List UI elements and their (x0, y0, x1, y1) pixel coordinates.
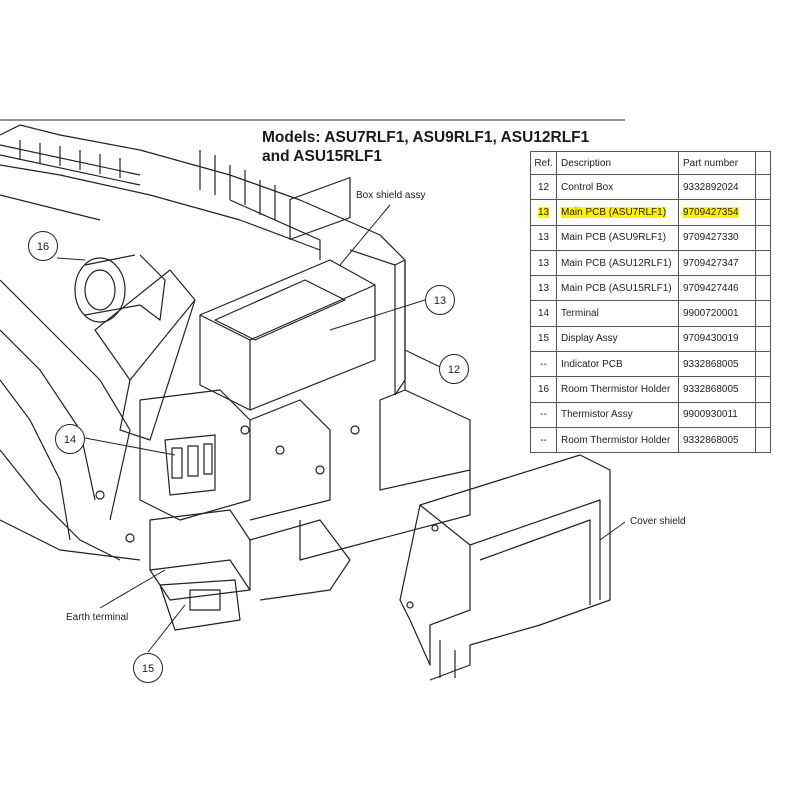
cell-description: Main PCB (ASU15RLF1) (556, 275, 679, 302)
table-row: 16 Room Thermistor Holder 9332868005 (530, 376, 771, 403)
cell-ref: 12 (530, 173, 557, 201)
callout-16: 16 (28, 231, 58, 261)
cell-extra (755, 426, 771, 454)
cell-ref: -- (530, 401, 557, 428)
table-row: -- Indicator PCB 9332868005 (530, 351, 771, 378)
table-row: 13 Main PCB (ASU9RLF1) 9709427330 (530, 224, 771, 251)
cell-description: Display Assy (556, 325, 679, 353)
cell-part-number: 9332892024 (678, 173, 756, 201)
table-row: 13 Main PCB (ASU15RLF1) 9709427446 (530, 275, 771, 302)
table-row: 13 Main PCB (ASU12RLF1) 9709427347 (530, 249, 771, 277)
cell-part-number: 9332868005 (678, 376, 756, 403)
cell-description: Thermistor Assy (556, 401, 679, 428)
title-line-2: and ASU15RLF1 (262, 148, 383, 165)
callout-15: 15 (133, 653, 163, 683)
page-title: Models: ASU7RLF1, ASU9RLF1, ASU12RLF1 an… (262, 128, 622, 166)
cell-extra (755, 275, 771, 302)
table-header-row: Ref. Description Part number (530, 151, 771, 175)
cell-ref: 15 (530, 325, 557, 353)
cell-description: Main PCB (ASU12RLF1) (556, 249, 679, 277)
cell-part-number: 9900930011 (678, 401, 756, 428)
cell-extra (755, 376, 771, 403)
parts-table: Ref. Description Part number 12 Control … (530, 151, 771, 454)
cell-extra (755, 300, 771, 327)
cell-part-number: 9332868005 (678, 351, 756, 378)
cell-part-number: 9900720001 (678, 300, 756, 327)
header-description: Description (556, 151, 679, 175)
label-cover-shield: Cover shield (630, 516, 686, 527)
table-row: 12 Control Box 9332892024 (530, 173, 771, 201)
cell-ref: 13 (530, 249, 557, 277)
cell-extra (755, 199, 771, 226)
header-ref: Ref. (530, 151, 557, 175)
cell-extra (755, 173, 771, 201)
cell-description: Main PCB (ASU9RLF1) (556, 224, 679, 251)
label-box-shield: Box shield assy (356, 190, 426, 201)
cell-ref: -- (530, 426, 557, 454)
cell-part-number: 9709430019 (678, 325, 756, 353)
header-part-number: Part number (678, 151, 756, 175)
cell-part-number: 9709427446 (678, 275, 756, 302)
cell-part-number: 9332868005 (678, 426, 756, 454)
cell-ref: 14 (530, 300, 557, 327)
callout-12: 12 (439, 354, 469, 384)
cell-extra (755, 325, 771, 353)
cell-ref: -- (530, 351, 557, 378)
callout-14: 14 (55, 424, 85, 454)
cell-description: Indicator PCB (556, 351, 679, 378)
cell-extra (755, 249, 771, 277)
label-earth-terminal: Earth terminal (66, 612, 129, 623)
table-row: 15 Display Assy 9709430019 (530, 325, 771, 353)
table-row: -- Room Thermistor Holder 9332868005 (530, 426, 771, 454)
cell-description: Terminal (556, 300, 679, 327)
cell-part-number: 9709427347 (678, 249, 756, 277)
callout-13: 13 (425, 285, 455, 315)
table-row: 14 Terminal 9900720001 (530, 300, 771, 327)
header-extra (755, 151, 771, 175)
cell-extra (755, 401, 771, 428)
table-row-highlighted: 13 Main PCB (ASU7RLF1) 9709427354 (530, 199, 771, 226)
cell-description: Main PCB (ASU7RLF1) (561, 206, 667, 218)
cell-ref: 13 (530, 224, 557, 251)
cell-ref: 13 (537, 206, 550, 218)
cell-part-number: 9709427330 (678, 224, 756, 251)
cell-description: Room Thermistor Holder (556, 426, 679, 454)
title-line-1: Models: ASU7RLF1, ASU9RLF1, ASU12RLF1 (262, 129, 590, 146)
cell-extra (755, 351, 771, 378)
cell-part-number: 9709427354 (683, 206, 739, 218)
cell-description: Control Box (556, 173, 679, 201)
cell-extra (755, 224, 771, 251)
cell-description: Room Thermistor Holder (556, 376, 679, 403)
cell-ref: 16 (530, 376, 557, 403)
cell-ref: 13 (530, 275, 557, 302)
table-row: -- Thermistor Assy 9900930011 (530, 401, 771, 428)
